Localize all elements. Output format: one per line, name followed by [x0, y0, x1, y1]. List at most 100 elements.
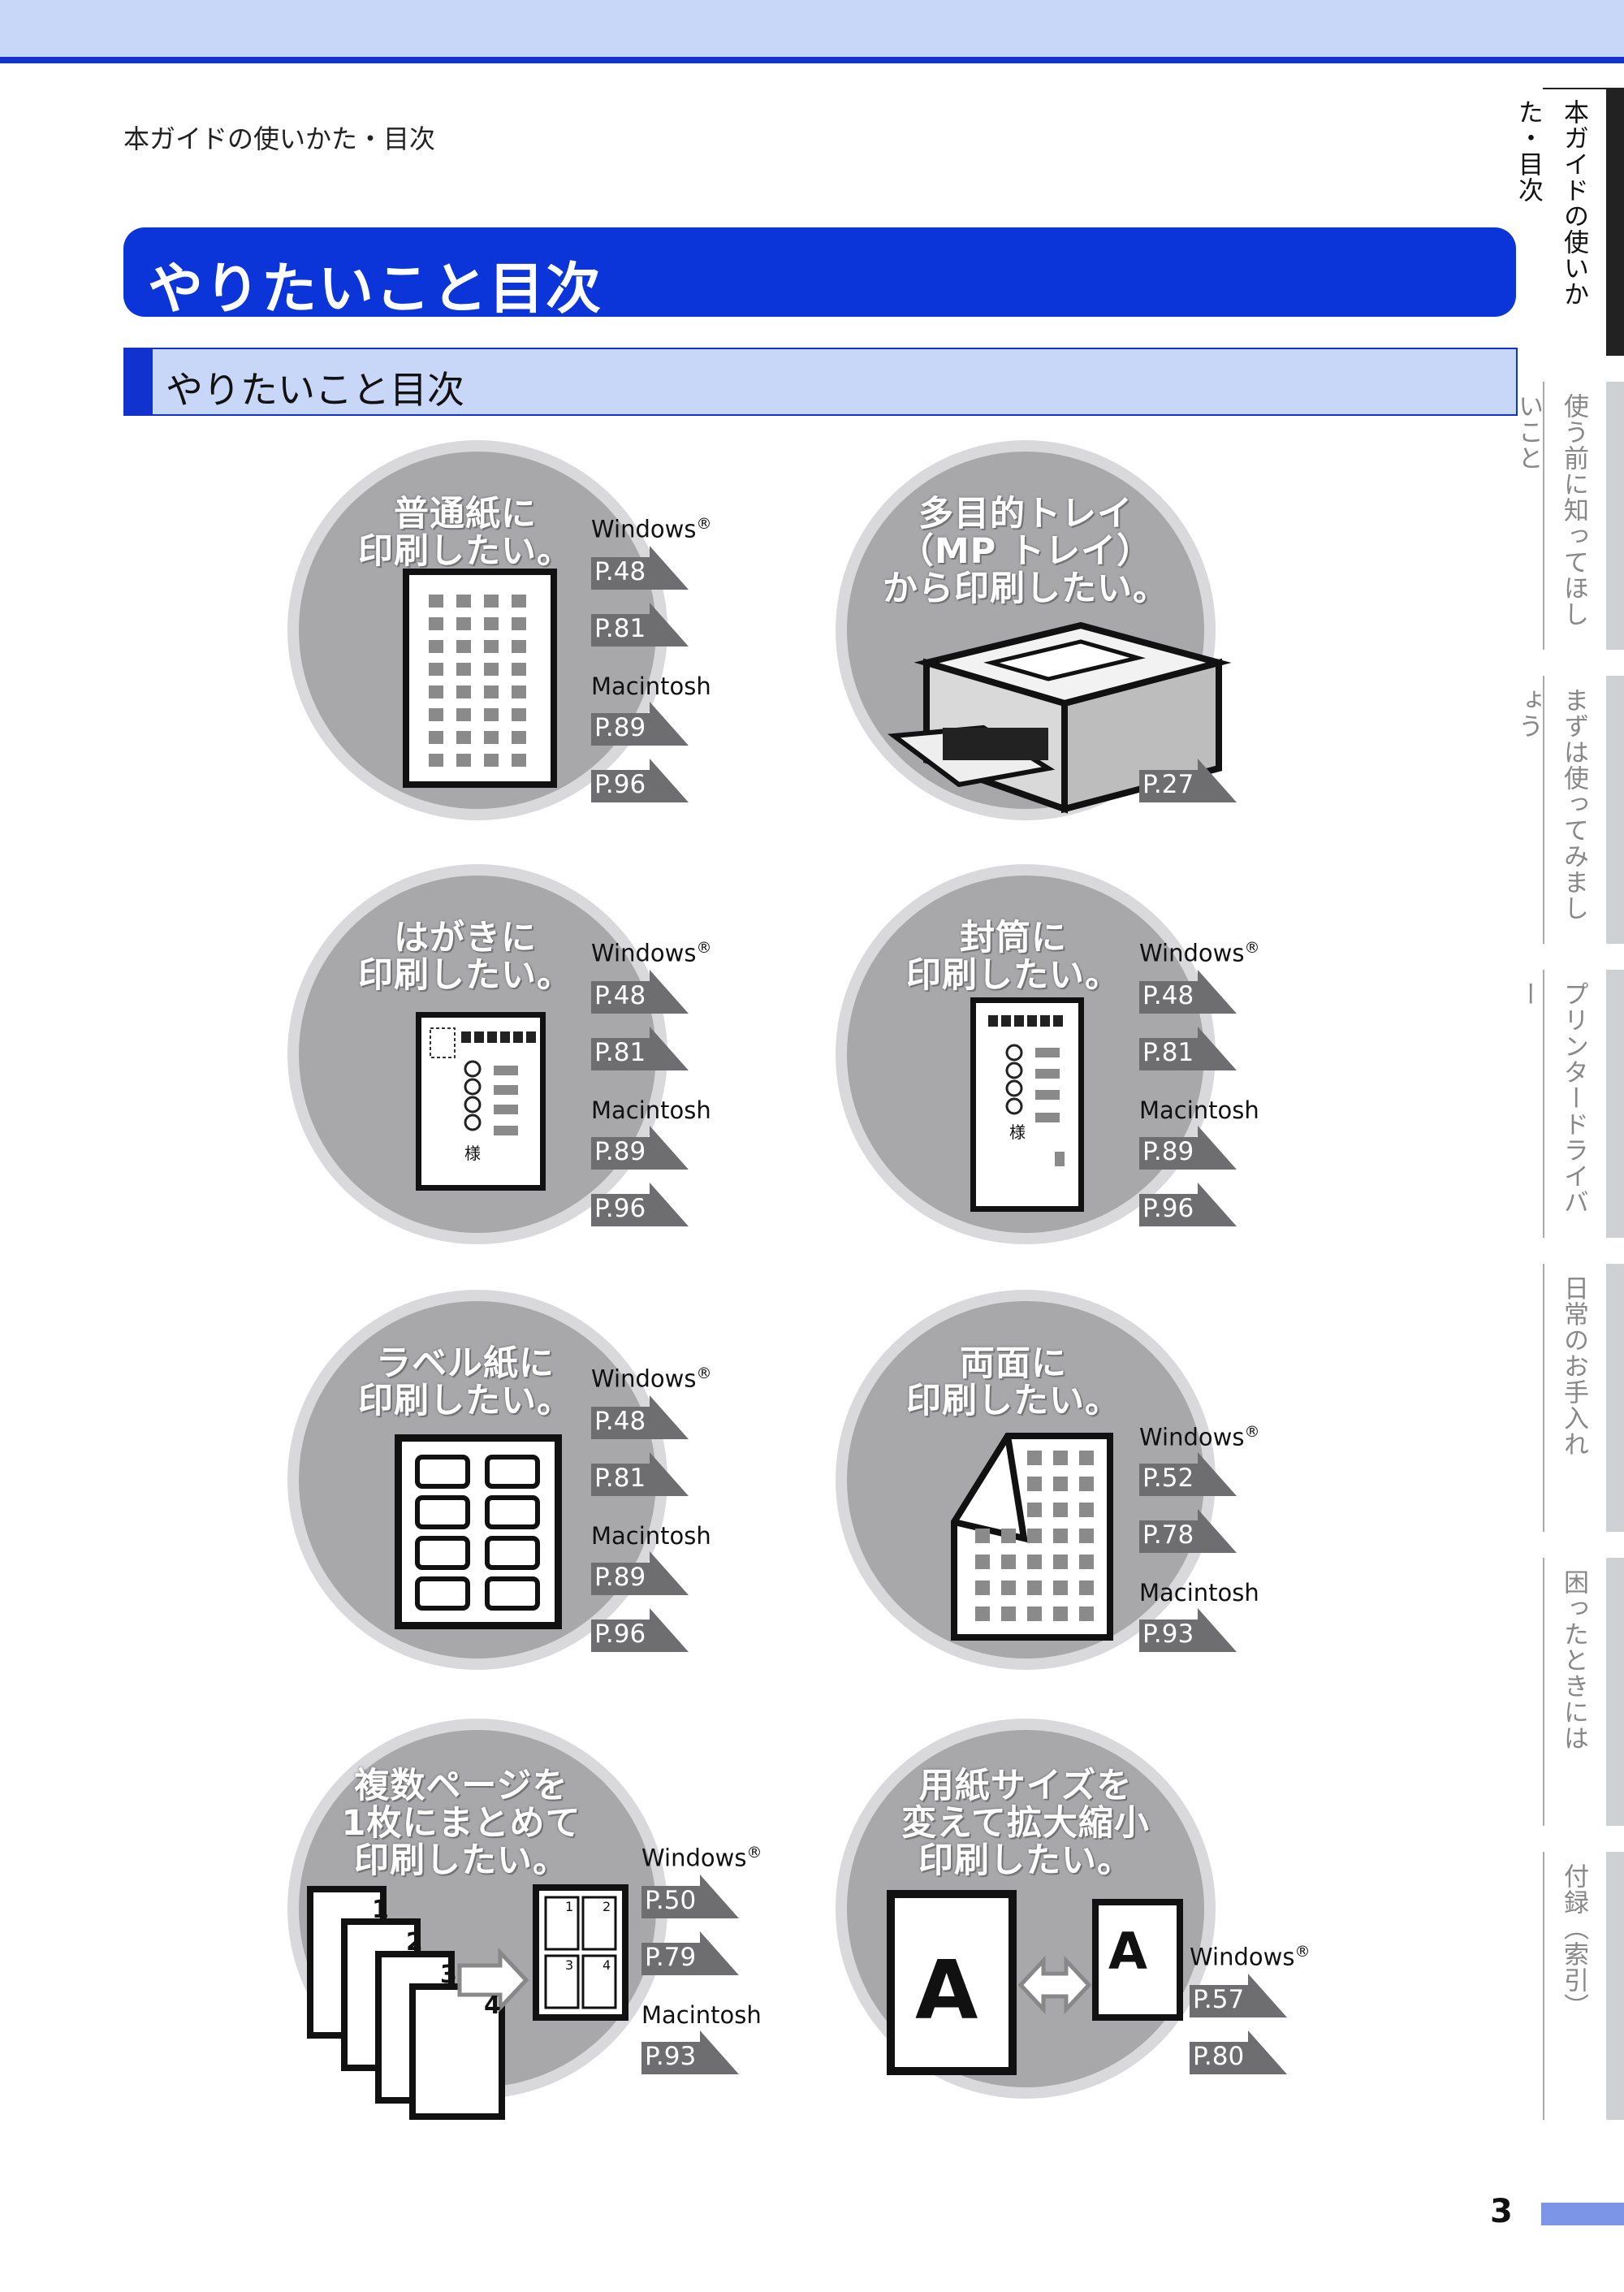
text-block-mark — [1053, 1607, 1068, 1621]
section-heading: やりたいこと目次 — [166, 368, 464, 412]
page-ref[interactable]: P.89 — [1139, 1126, 1237, 1170]
page-ref[interactable]: P.93 — [641, 2030, 739, 2074]
page-number-label: 2 — [603, 1899, 611, 1914]
text-block-mark — [512, 617, 526, 630]
text-block-mark — [512, 640, 526, 653]
text-block-mark — [1027, 1503, 1042, 1517]
text-block-mark — [456, 663, 471, 676]
honorific-mark: 様 — [1009, 1122, 1026, 1142]
text-block-mark — [429, 595, 443, 608]
top-rule — [0, 57, 1624, 63]
text-block-mark — [484, 708, 499, 721]
page-number-label: 3 — [565, 1957, 574, 1973]
text-block-mark — [512, 663, 526, 676]
text-block-mark — [1001, 1555, 1016, 1569]
text-block-mark — [975, 1607, 990, 1621]
section-plain-paper: 普通紙に 印刷したい。 Windows® P.48 P.81 Macintosh… — [299, 452, 818, 841]
page-ref[interactable]: P.81 — [591, 1027, 689, 1070]
page-ref[interactable]: P.27 — [1139, 759, 1237, 802]
page-ref[interactable]: P.50 — [641, 1875, 739, 1918]
page-ref[interactable]: P.96 — [591, 1183, 689, 1226]
tab-band — [1606, 970, 1624, 1238]
text-block-mark — [456, 595, 471, 608]
windows-label: Windows® — [1190, 1943, 1311, 1971]
page-number-label: 4 — [484, 1991, 501, 2020]
text-block-mark — [975, 1555, 990, 1569]
page-ref[interactable]: P.81 — [1139, 1027, 1237, 1070]
macintosh-label: Macintosh — [1139, 1096, 1259, 1124]
page-ref[interactable]: P.96 — [1139, 1183, 1237, 1226]
section-title: はがきに 印刷したい。 — [358, 918, 572, 996]
letter-large: A — [915, 1943, 978, 2038]
side-tab-appendix[interactable]: 付録（索引） — [1543, 1852, 1624, 2120]
page-ref[interactable]: P.89 — [591, 1551, 689, 1595]
side-tab-maintenance[interactable]: 日常のお手入れ — [1543, 1264, 1624, 1532]
text-block-mark — [1027, 1555, 1042, 1569]
n-up-pages-icon — [307, 1884, 628, 2120]
tab-separator — [1543, 1264, 1544, 1532]
text-block-mark — [1027, 1529, 1042, 1543]
page-ref[interactable]: P.96 — [591, 1608, 689, 1652]
page-number-label: 1 — [565, 1899, 574, 1914]
page-ref[interactable]: P.48 — [1139, 970, 1237, 1014]
page-ref[interactable]: P.81 — [591, 1452, 689, 1496]
side-tab-label: まずは使ってみましょう — [1514, 687, 1588, 921]
page-number-label: 2 — [406, 1928, 423, 1957]
page-ref[interactable]: P.81 — [591, 603, 689, 647]
paper-sheet-icon — [403, 569, 557, 788]
page-ref[interactable]: P.96 — [591, 759, 689, 802]
page-ref[interactable]: P.89 — [591, 702, 689, 746]
page-ref[interactable]: P.48 — [591, 1395, 689, 1439]
windows-label: Windows® — [591, 515, 712, 543]
text-block-mark — [1053, 1529, 1068, 1543]
section-title: 両面に 印刷したい。 — [906, 1343, 1121, 1421]
text-block-mark — [1027, 1581, 1042, 1595]
page-ref[interactable]: P.78 — [1139, 1509, 1237, 1553]
side-tab-printer-driver[interactable]: プリンタードライバー — [1514, 970, 1624, 1238]
text-block-mark — [1079, 1581, 1094, 1595]
page-ref[interactable]: P.48 — [591, 970, 689, 1014]
section-title: 多目的トレイ （MP トレイ） から印刷したい。 — [883, 494, 1168, 609]
postcard-icon — [416, 1012, 546, 1191]
duplex-page-icon — [951, 1433, 1113, 1641]
letter-small: A — [1108, 1922, 1147, 1981]
text-block-mark — [456, 708, 471, 721]
text-block-mark — [456, 617, 471, 630]
text-block-mark — [429, 754, 443, 767]
text-block-mark — [429, 731, 443, 744]
section-title: 複数ページを 1枚にまとめて 印刷したい。 — [341, 1766, 581, 1881]
section-postcard: はがきに 印刷したい。 様 Windows® P.48 P.81 Macinto… — [299, 876, 818, 1265]
side-tab-guide[interactable]: 本ガイドの使いかた・目次 — [1514, 88, 1624, 356]
macintosh-label: Macintosh — [591, 1096, 711, 1124]
side-tab-label: 本ガイドの使いかた・目次 — [1514, 99, 1588, 307]
top-band — [0, 0, 1624, 58]
resize-icon — [887, 1890, 1183, 2075]
page-ref[interactable]: P.48 — [591, 546, 689, 590]
text-block-mark — [484, 685, 499, 698]
text-block-mark — [1053, 1555, 1068, 1569]
side-tab-troubleshooting[interactable]: 困ったときには — [1543, 1558, 1624, 1826]
text-block-mark — [1027, 1477, 1042, 1491]
page-ref[interactable]: P.79 — [641, 1931, 739, 1975]
side-tab-label: 付録（索引） — [1559, 1863, 1588, 2019]
text-block-mark — [456, 640, 471, 653]
tab-separator — [1543, 676, 1544, 944]
heading-mark — [125, 349, 153, 414]
page-ref[interactable]: P.93 — [1139, 1608, 1237, 1652]
side-tab-label: 困ったときには — [1559, 1569, 1588, 1751]
page-ref[interactable]: P.52 — [1139, 1452, 1237, 1496]
side-tab-label: 日常のお手入れ — [1559, 1275, 1588, 1457]
page-number-bar — [1541, 2203, 1624, 2225]
page-ref[interactable]: P.89 — [591, 1126, 689, 1170]
page-ref[interactable]: P.57 — [1190, 1974, 1287, 2017]
text-block-mark — [484, 754, 499, 767]
side-tab-getting-started[interactable]: まずは使ってみましょう — [1514, 676, 1624, 944]
tab-band — [1606, 676, 1624, 944]
section-title: ラベル紙に 印刷したい。 — [358, 1343, 572, 1421]
section-mp-tray: 多目的トレイ （MP トレイ） から印刷したい。 P.27 — [847, 452, 1367, 841]
side-tab-before-use[interactable]: 使う前に知ってほしいこと — [1514, 382, 1624, 650]
page-ref[interactable]: P.80 — [1190, 2030, 1287, 2074]
page-title-bar: やりたいこと目次 — [123, 227, 1516, 322]
windows-label: Windows® — [1139, 939, 1260, 967]
text-block-mark — [484, 663, 499, 676]
